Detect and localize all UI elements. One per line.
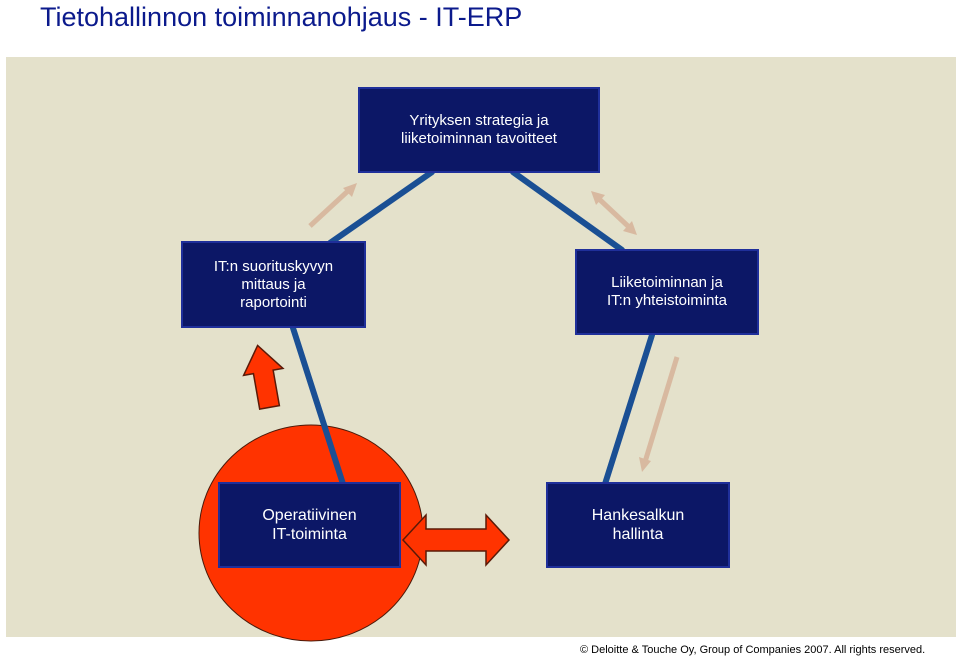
arrow-head-down-icon — [623, 221, 637, 235]
page-title: Tietohallinnon toiminnanohjaus - IT-ERP — [40, 2, 523, 32]
box-measurement: IT:n suorituskyvyn mittaus ja raportoint… — [181, 241, 366, 328]
box-operations: Operatiivinen IT-toiminta — [218, 482, 401, 568]
arrow-head-strategy-icon — [343, 183, 357, 197]
red-double-arrow-icon — [401, 513, 511, 567]
copyright-footer: © Deloitte & Touche Oy, Group of Compani… — [580, 644, 926, 656]
arrow-strategy-cooperation — [596, 196, 632, 230]
box-projects: Hankesalkun hallinta — [546, 482, 730, 568]
connector-strategy-cooperation — [510, 169, 625, 253]
arrow-head-up-icon — [591, 191, 605, 205]
connector-cooperation-projects — [602, 332, 655, 487]
arrow-cooperation-to-projects — [642, 356, 680, 463]
arrow-head-projects-icon — [639, 457, 651, 472]
connector-measurement-operations — [290, 325, 346, 487]
tan-arrows — [308, 183, 680, 472]
red-up-arrow-icon — [242, 344, 285, 410]
box-cooperation: Liiketoiminnan ja IT:n yhteistoiminta — [575, 249, 759, 335]
connector-strategy-measurement — [327, 169, 435, 246]
arrow-measurement-to-strategy — [308, 188, 351, 228]
box-strategy: Yrityksen strategia ja liiketoiminnan ta… — [358, 87, 600, 173]
